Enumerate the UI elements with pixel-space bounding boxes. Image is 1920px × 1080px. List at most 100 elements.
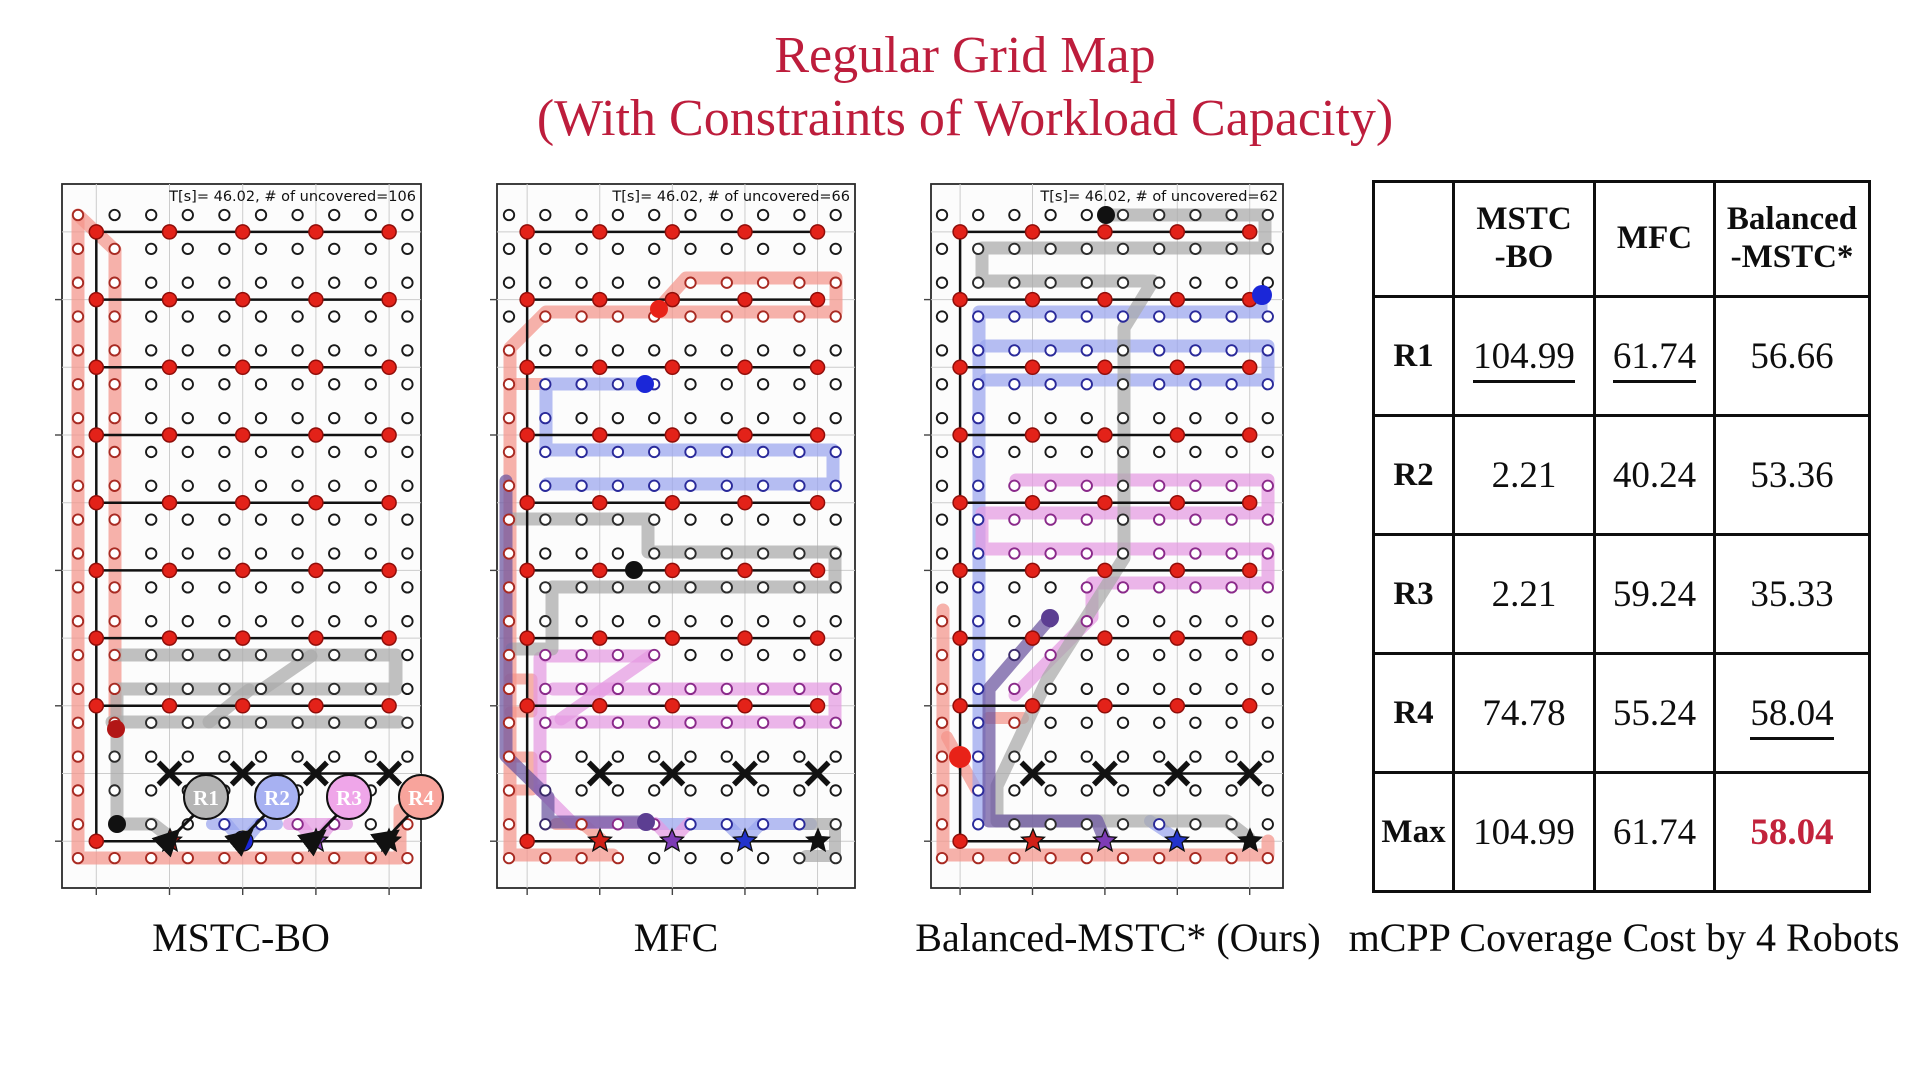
- table-cell: 104.99: [1452, 771, 1596, 893]
- robot-badge-r1: [183, 774, 229, 820]
- robot-end-star: [658, 827, 686, 853]
- tree-node: [161, 224, 178, 240]
- tree-node: [809, 698, 826, 714]
- table-cell: 58.04: [1713, 771, 1871, 893]
- table-cell: 58.04: [1713, 652, 1871, 774]
- robot-position-dot: [107, 720, 125, 738]
- badge-arrow: [224, 813, 267, 857]
- table-cell: 40.24: [1593, 414, 1716, 536]
- table-caption: mCPP Coverage Cost by 4 Robots: [1348, 915, 1900, 960]
- tree-node: [308, 698, 324, 714]
- robot-badge-label: R4: [408, 786, 434, 810]
- tree-node: [381, 494, 397, 511]
- tree-node: [1024, 224, 1041, 240]
- tree-node: [161, 427, 178, 443]
- tree-node: [1097, 359, 1113, 376]
- robot-end-star: [1091, 827, 1119, 853]
- tree-node: [664, 630, 681, 646]
- tree-node: [1241, 494, 1258, 511]
- robot-position-dot: [637, 813, 655, 831]
- tree-node: [88, 833, 105, 849]
- robot-badge-label: R3: [336, 786, 362, 810]
- row-label-r2: R2: [1372, 414, 1455, 536]
- tree-node: [308, 291, 324, 308]
- tree-node: [1169, 698, 1186, 714]
- robot-position-dot: [1041, 609, 1059, 627]
- tree-node: [809, 427, 826, 443]
- robot-position-dot: [650, 300, 668, 318]
- robot-position-dot: [108, 815, 126, 833]
- robot-position-dot: [1097, 206, 1115, 224]
- table-cell: 35.33: [1713, 533, 1871, 655]
- tree-node: [161, 494, 178, 511]
- tree-node: [592, 224, 608, 240]
- robot-end-star: [804, 827, 832, 853]
- tree-node: [592, 630, 608, 646]
- tree-node: [592, 698, 608, 714]
- panel-mfc: T[s]= 46.02, # of uncovered=66: [490, 183, 856, 895]
- tree-node: [809, 359, 826, 376]
- tree-node: [1241, 698, 1258, 714]
- tree-node: [519, 833, 535, 849]
- tree-node: [381, 291, 397, 308]
- tree-node: [381, 630, 397, 646]
- robot-position-dot: [949, 746, 971, 768]
- panel-stats-header: T[s]= 46.02, # of uncovered=66: [611, 189, 850, 205]
- tree-node: [519, 630, 535, 646]
- tree-node: [88, 630, 105, 646]
- tree-node: [592, 359, 608, 376]
- robot-position-dot: [636, 375, 654, 393]
- table-header-2: MFC: [1593, 180, 1716, 298]
- tree-node: [737, 224, 753, 240]
- tree-node: [809, 494, 826, 511]
- robot-end-marker: [232, 830, 254, 852]
- badge-arrow: [297, 813, 339, 857]
- tree-node: [809, 224, 826, 240]
- caption-mfc: MFC: [633, 915, 719, 960]
- row-label-max: Max: [1372, 771, 1455, 893]
- badge-arrow: [151, 813, 196, 858]
- row-label-r4: R4: [1372, 652, 1455, 774]
- table-cell: 59.24: [1593, 533, 1716, 655]
- panel-balanced-mstc: T[s]= 46.02, # of uncovered=62: [924, 183, 1284, 895]
- robot-end-star: [731, 827, 759, 853]
- tree-node: [592, 427, 608, 443]
- tree-node: [1169, 224, 1186, 240]
- table-cell: 56.66: [1713, 295, 1871, 417]
- tree-node: [308, 494, 324, 511]
- tree-node: [1024, 494, 1041, 511]
- table-cell: 55.24: [1593, 652, 1716, 774]
- row-label-r3: R3: [1372, 533, 1455, 655]
- tree-node: [809, 630, 826, 646]
- tree-node: [161, 291, 178, 308]
- tree-node: [234, 359, 251, 376]
- tree-node: [234, 698, 251, 714]
- tree-node: [519, 562, 535, 579]
- cell-circles: [935, 208, 1274, 865]
- tree-node: [1024, 562, 1041, 579]
- cell-circles: [502, 208, 842, 865]
- tree-node: [952, 494, 968, 511]
- tree-node: [1024, 427, 1041, 443]
- tree-node: [234, 224, 251, 240]
- table-cell: 61.74: [1593, 295, 1716, 417]
- tree-node: [161, 698, 178, 714]
- tree-node: [664, 698, 681, 714]
- robot-position-dot: [1252, 285, 1272, 305]
- tree-node: [381, 359, 397, 376]
- tree-node: [1097, 630, 1113, 646]
- tree-node: [1097, 562, 1113, 579]
- caption-balanced-mstc: Balanced-MSTC* (Ours): [915, 915, 1321, 960]
- tree-node: [592, 562, 608, 579]
- tree-node: [1097, 427, 1113, 443]
- table-header-3: Balanced-MSTC*: [1713, 180, 1871, 298]
- tree-node: [737, 427, 753, 443]
- tree-node: [308, 630, 324, 646]
- tree-node: [308, 359, 324, 376]
- page-title-line2: (With Constraints of Workload Capacity): [536, 90, 1394, 148]
- tree-node: [664, 224, 681, 240]
- panel-stats-header: T[s]= 46.02, # of uncovered=106: [168, 189, 416, 205]
- table-cell: 104.99: [1452, 295, 1596, 417]
